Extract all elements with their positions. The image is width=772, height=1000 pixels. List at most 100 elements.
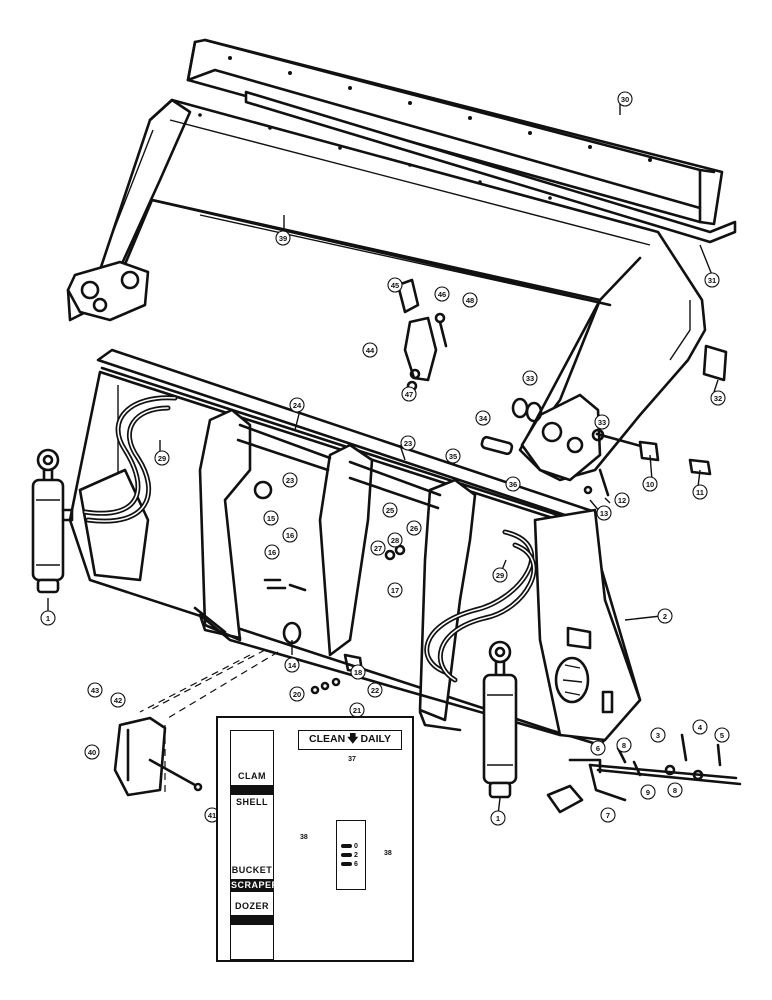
callout-number: 45 xyxy=(391,281,399,290)
callout-38: 38 xyxy=(300,834,308,841)
callout-number: 33 xyxy=(598,418,606,427)
callout-36: 36 xyxy=(505,476,521,492)
callout-number: 42 xyxy=(114,696,122,705)
callout-circle xyxy=(387,277,403,293)
callout-number: 29 xyxy=(158,454,166,463)
callout-23: 23 xyxy=(400,435,416,451)
callout-circle xyxy=(590,740,606,756)
callout-number: 27 xyxy=(374,544,382,553)
wear-strip xyxy=(244,90,737,244)
callout-3: 3 xyxy=(650,727,666,743)
callout-circle xyxy=(87,682,103,698)
bucket-shell xyxy=(66,98,707,482)
callout-number: 48 xyxy=(466,296,474,305)
callout-16: 16 xyxy=(282,527,298,543)
callout-18: 18 xyxy=(350,664,366,680)
callout-number: 17 xyxy=(391,586,399,595)
callout-8: 8 xyxy=(616,737,632,753)
callout-circle xyxy=(401,386,417,402)
callout-number: 36 xyxy=(509,480,517,489)
shim-plate xyxy=(702,344,728,382)
callout-16: 16 xyxy=(264,544,280,560)
callout-4: 4 xyxy=(692,719,708,735)
callout-22: 22 xyxy=(367,682,383,698)
tooth-adapter-parts xyxy=(396,278,448,392)
callout-circle xyxy=(490,810,506,826)
callout-number: 30 xyxy=(621,95,629,104)
callout-number: 5 xyxy=(720,731,724,740)
callout-27: 27 xyxy=(370,540,386,556)
callout-26: 26 xyxy=(406,520,422,536)
callout-12: 12 xyxy=(614,492,630,508)
callout-number: 2 xyxy=(663,612,667,621)
callout-47: 47 xyxy=(401,386,417,402)
callout-number: 13 xyxy=(600,509,608,518)
callout-number: 28 xyxy=(391,536,399,545)
cylinder-left xyxy=(31,448,74,594)
strip-label-dozer: DOZER xyxy=(235,901,269,911)
gauge-row: 2 xyxy=(341,852,358,860)
pivot-pin-assembly xyxy=(480,397,712,497)
callout-circle xyxy=(710,390,726,406)
callout-number: 29 xyxy=(496,571,504,580)
callout-8: 8 xyxy=(667,782,683,798)
callout-number: 4 xyxy=(698,723,703,732)
callout-32: 32 xyxy=(710,390,726,406)
callout-13: 13 xyxy=(596,505,612,521)
callout-circle xyxy=(350,664,366,680)
callout-number: 23 xyxy=(404,439,412,448)
callout-circle xyxy=(367,682,383,698)
callout-number: 31 xyxy=(708,276,716,285)
callout-17: 17 xyxy=(387,582,403,598)
callout-circle xyxy=(462,292,478,308)
callout-number: 46 xyxy=(438,290,446,299)
callout-circle xyxy=(616,737,632,753)
callout-circle xyxy=(154,450,170,466)
callout-33: 33 xyxy=(522,370,538,386)
callout-circle xyxy=(362,342,378,358)
hydraulic-hoses xyxy=(82,395,537,683)
callout-1: 1 xyxy=(40,610,56,626)
strip-label-scraper: SCRAPER xyxy=(231,879,279,892)
clamp-assembly xyxy=(113,649,279,797)
callout-46: 46 xyxy=(434,286,450,302)
callout-circle xyxy=(387,532,403,548)
gauge-row: 0 xyxy=(341,843,358,851)
callout-number: 18 xyxy=(354,668,362,677)
side-cutter xyxy=(546,733,742,814)
callout-number: 1 xyxy=(46,614,50,623)
callout-circle xyxy=(640,784,656,800)
callout-28: 28 xyxy=(387,532,403,548)
callout-number: 9 xyxy=(646,788,650,797)
callout-circle xyxy=(275,230,291,246)
callout-number: 16 xyxy=(268,548,276,557)
callout-circle xyxy=(289,397,305,413)
callout-9: 9 xyxy=(640,784,656,800)
callout-40: 40 xyxy=(84,744,100,760)
callout-number: 1 xyxy=(496,814,500,823)
callout-labels: 1123456788910111213141516161718202122232… xyxy=(40,91,730,826)
callout-circle xyxy=(657,608,673,624)
callout-circle xyxy=(594,414,610,430)
callout-number: 35 xyxy=(449,452,457,461)
callout-6: 6 xyxy=(590,740,606,756)
callout-35: 35 xyxy=(445,448,461,464)
decal-inset: CLAM SHELL BUCKET SCRAPER DOZER CLEAN🡇DA… xyxy=(216,716,414,962)
callout-48: 48 xyxy=(462,292,478,308)
callout-circle xyxy=(692,484,708,500)
callout-circle xyxy=(692,719,708,735)
callout-number: 33 xyxy=(526,374,534,383)
callout-circle xyxy=(40,610,56,626)
strip-label-clam: CLAM xyxy=(238,771,266,781)
callout-number: 39 xyxy=(279,234,287,243)
callout-number: 15 xyxy=(267,514,275,523)
callout-21: 21 xyxy=(349,702,365,718)
gauge-row: 6 xyxy=(341,861,358,869)
callout-number: 32 xyxy=(714,394,722,403)
callout-circle xyxy=(475,410,491,426)
callout-1: 1 xyxy=(490,810,506,826)
gauge-decal: 0 2 6 xyxy=(336,820,366,890)
callout-circle xyxy=(263,510,279,526)
callout-number: 34 xyxy=(479,414,488,423)
